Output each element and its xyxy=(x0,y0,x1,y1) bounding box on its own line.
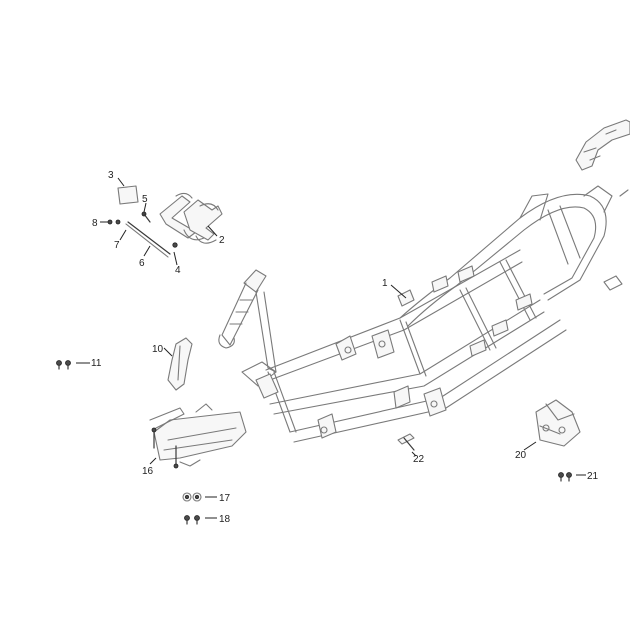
screws-21[interactable] xyxy=(558,472,572,482)
footboard-support-part[interactable] xyxy=(149,403,247,469)
screws-11[interactable] xyxy=(56,360,71,370)
callout-10: 10 xyxy=(152,344,164,355)
rear-bracket-part[interactable] xyxy=(535,399,581,447)
pad-part[interactable] xyxy=(117,185,139,205)
callout-21: 21 xyxy=(587,471,599,482)
leader-lines xyxy=(76,177,586,519)
callout-1: 1 xyxy=(382,278,388,289)
callout-8: 8 xyxy=(92,218,98,229)
callout-18: 18 xyxy=(219,514,231,525)
callout-6: 6 xyxy=(139,258,145,269)
callout-5: 5 xyxy=(142,194,148,205)
callout-17: 17 xyxy=(219,493,231,504)
callout-4: 4 xyxy=(175,265,181,276)
callout-3: 3 xyxy=(108,170,114,181)
callout-labels: 1 2 3 4 5 6 7 8 10 11 16 17 18 20 21 22 xyxy=(91,170,599,525)
clip-part[interactable] xyxy=(397,433,415,451)
washers-17[interactable] xyxy=(182,492,202,502)
side-bracket-part[interactable] xyxy=(167,337,193,391)
rod-part[interactable] xyxy=(107,211,178,258)
callout-2: 2 xyxy=(219,235,225,246)
callout-7: 7 xyxy=(114,240,120,251)
grab-rail-fragment xyxy=(575,119,630,291)
callout-20: 20 xyxy=(515,450,527,461)
screws-18[interactable] xyxy=(184,515,200,525)
callout-11: 11 xyxy=(91,358,102,369)
callout-22: 22 xyxy=(413,454,425,465)
twin-bracket-part[interactable] xyxy=(159,192,223,244)
callout-16: 16 xyxy=(142,466,154,477)
frame-part[interactable] xyxy=(218,185,613,443)
